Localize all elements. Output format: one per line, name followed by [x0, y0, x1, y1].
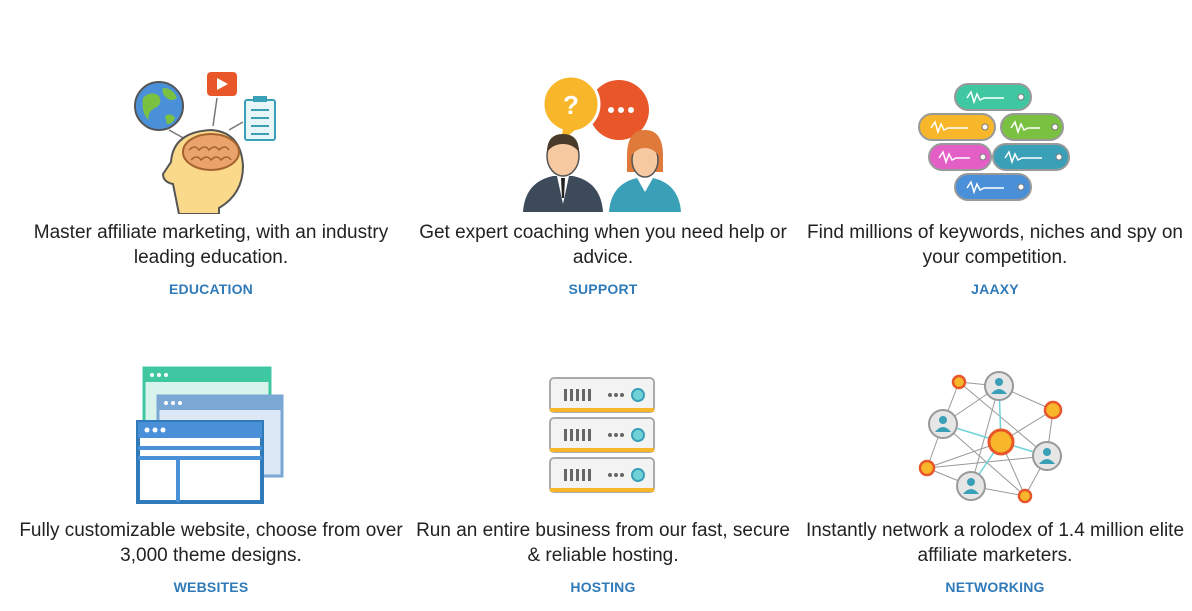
support-icon: ?: [523, 74, 681, 212]
networking-icon: [918, 371, 1063, 504]
feature-description: Instantly network a rolodex of 1.4 milli…: [805, 520, 1185, 566]
hosting-servers-icon: [549, 377, 655, 493]
jaaxy-keywords-icon: [918, 83, 1070, 201]
websites-icon: [136, 366, 284, 504]
networking-link[interactable]: NETWORKING: [945, 579, 1045, 595]
feature-description: Fully customizable website, choose from …: [19, 520, 403, 566]
feature-description: Master affiliate marketing, with an indu…: [33, 222, 389, 268]
jaaxy-link[interactable]: JAAXY: [971, 281, 1019, 297]
feature-description: Get expert coaching when you need help o…: [419, 222, 787, 268]
feature-description: Find millions of keywords, niches and sp…: [807, 222, 1183, 268]
feature-description: Run an entire business from our fast, se…: [416, 520, 790, 566]
support-link[interactable]: SUPPORT: [568, 281, 638, 297]
education-link[interactable]: EDUCATION: [169, 281, 253, 297]
education-icon: [134, 72, 276, 214]
hosting-link[interactable]: HOSTING: [570, 579, 636, 595]
websites-link[interactable]: WEBSITES: [173, 579, 249, 595]
svg-text:?: ?: [563, 90, 579, 120]
